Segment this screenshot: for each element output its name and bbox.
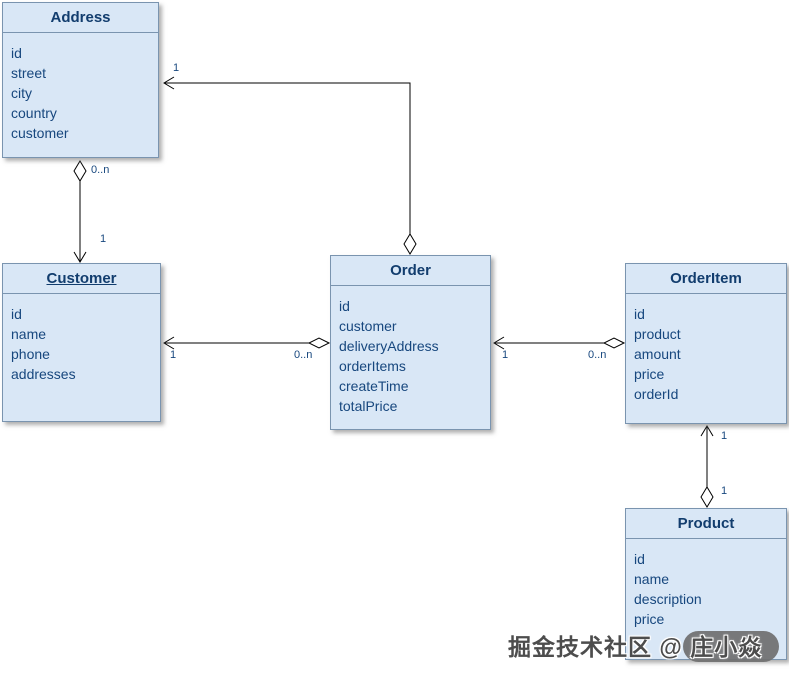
entity-product-title: Product — [626, 509, 786, 539]
entity-product-attributes: id name description price — [626, 539, 786, 629]
entity-order-title: Order — [331, 256, 490, 286]
entity-address-attributes: id street city country customer — [3, 33, 158, 143]
multiplicity-label: 1 — [721, 430, 728, 442]
attribute: id — [11, 306, 22, 322]
connector-order-customer — [163, 336, 331, 350]
multiplicity-label: 0..n — [91, 164, 110, 176]
watermark-pill — [683, 631, 779, 662]
attribute: price — [634, 611, 665, 627]
attribute: deliveryAddress — [339, 338, 439, 354]
multiplicity-label: 1 — [502, 349, 509, 361]
attribute: orderId — [634, 386, 679, 402]
entity-orderitem-attributes: id product amount price orderId — [626, 294, 786, 404]
attribute: id — [11, 45, 22, 61]
multiplicity-label: 0..n — [588, 349, 607, 361]
entity-customer: Customer id name phone addresses — [2, 263, 161, 422]
entity-order: Order id customer deliveryAddress orderI… — [330, 255, 491, 430]
attribute: description — [634, 591, 702, 607]
entity-customer-attributes: id name phone addresses — [3, 294, 160, 384]
connector-product-orderitem — [700, 425, 714, 508]
entity-address-title: Address — [3, 3, 158, 33]
attribute: name — [634, 571, 670, 587]
attribute: addresses — [11, 366, 76, 382]
attribute: amount — [634, 346, 681, 362]
attribute: street — [11, 65, 47, 81]
connector-orderitem-order — [493, 336, 626, 350]
connector-address-customer — [73, 160, 87, 263]
attribute: country — [11, 105, 57, 121]
attribute: id — [634, 551, 645, 567]
attribute: customer — [11, 125, 69, 141]
entity-order-attributes: id customer deliveryAddress orderItems c… — [331, 286, 490, 416]
entity-orderitem-title: OrderItem — [626, 264, 786, 294]
attribute: id — [339, 298, 350, 314]
attribute: name — [11, 326, 47, 342]
attribute: orderItems — [339, 358, 406, 374]
multiplicity-label: 1 — [170, 349, 177, 361]
attribute: id — [634, 306, 645, 322]
attribute: customer — [339, 318, 397, 334]
multiplicity-label: 0..n — [294, 349, 313, 361]
entity-address: Address id street city country customer — [2, 2, 159, 158]
multiplicity-label: 1 — [721, 485, 728, 497]
connector-order-address — [163, 76, 417, 255]
attribute: totalPrice — [339, 398, 398, 414]
attribute: price — [634, 366, 665, 382]
attribute: createTime — [339, 378, 409, 394]
watermark-text: 掘金技术社区 @ 庄小焱 — [508, 634, 763, 660]
entity-customer-title: Customer — [3, 264, 160, 294]
multiplicity-label: 1 — [100, 233, 107, 245]
attribute: city — [11, 85, 32, 101]
multiplicity-label: 1 — [173, 62, 180, 74]
attribute: phone — [11, 346, 50, 362]
attribute: product — [634, 326, 681, 342]
entity-orderitem: OrderItem id product amount price orderI… — [625, 263, 787, 424]
